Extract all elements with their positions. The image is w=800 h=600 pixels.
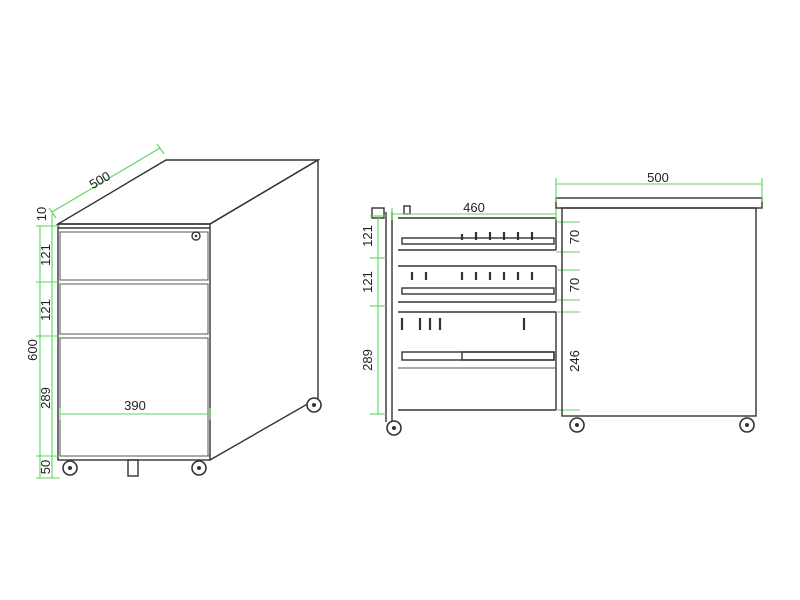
dim-section-drawer-middle-label: 121 <box>360 271 375 293</box>
section-dimensions: 460 121 121 289 70 70 246 <box>360 200 582 415</box>
lock-icon <box>191 231 201 241</box>
anti-tip-foot <box>127 459 139 477</box>
wheel-hub <box>575 423 579 427</box>
dim-depth-line <box>51 147 161 213</box>
lock-icon-core <box>194 234 198 238</box>
dim-depth-tick <box>48 207 57 219</box>
dim-total-height-label: 600 <box>25 339 40 361</box>
wheel-hub <box>392 426 396 430</box>
front-handle-pin <box>403 205 411 215</box>
dim-top-thickness-label: 10 <box>34 207 49 221</box>
wheel-hub <box>197 466 201 470</box>
section-cabinet <box>371 205 557 436</box>
dim-slide-middle-label: 70 <box>567 278 582 292</box>
drawer-3-slots <box>400 318 526 330</box>
dim-inner-bottom-label: 246 <box>567 350 582 372</box>
side-body <box>561 207 757 417</box>
iso-front-face <box>57 223 211 461</box>
iso-top-face <box>55 159 321 225</box>
iso-drawer-2 <box>59 283 209 335</box>
dim-section-depth-label: 460 <box>463 200 485 215</box>
dim-base-height-label: 50 <box>38 460 53 474</box>
side-top-plate <box>555 197 763 209</box>
dim-width-label: 390 <box>124 398 146 413</box>
dim-depth-tick <box>156 143 165 155</box>
wheel-hub <box>312 403 316 407</box>
side-cabinet <box>555 197 763 433</box>
dim-side-depth-label: 500 <box>647 170 669 185</box>
iso-dimensions: 500 10 121 121 600 289 50 390 <box>25 143 211 479</box>
dim-drawer-middle-label: 121 <box>38 299 53 321</box>
dim-drawer-top-label: 121 <box>38 244 53 266</box>
iso-cabinet <box>55 158 322 477</box>
drawer-2-slide <box>401 287 555 295</box>
wheel-hub <box>68 466 72 470</box>
iso-drawer-1 <box>59 231 209 281</box>
drawer-3-slide-inner <box>461 351 555 361</box>
drawer-1-slots <box>460 232 534 240</box>
drawer-2-slots <box>410 272 534 280</box>
dim-slide-top-label: 70 <box>567 230 582 244</box>
dim-section-drawer-bottom-label: 289 <box>360 349 375 371</box>
dim-depth-label: 500 <box>87 168 113 192</box>
side-dimensions: 500 <box>555 170 763 202</box>
dim-drawer-bottom-label: 289 <box>38 387 53 409</box>
iso-drawer-3 <box>59 337 209 457</box>
drawer-1-slide <box>401 237 555 245</box>
drawer-3-slide <box>401 351 555 361</box>
iso-side-face <box>209 158 319 461</box>
dim-section-drawer-top-label: 121 <box>360 225 375 247</box>
wheel-hub <box>745 423 749 427</box>
